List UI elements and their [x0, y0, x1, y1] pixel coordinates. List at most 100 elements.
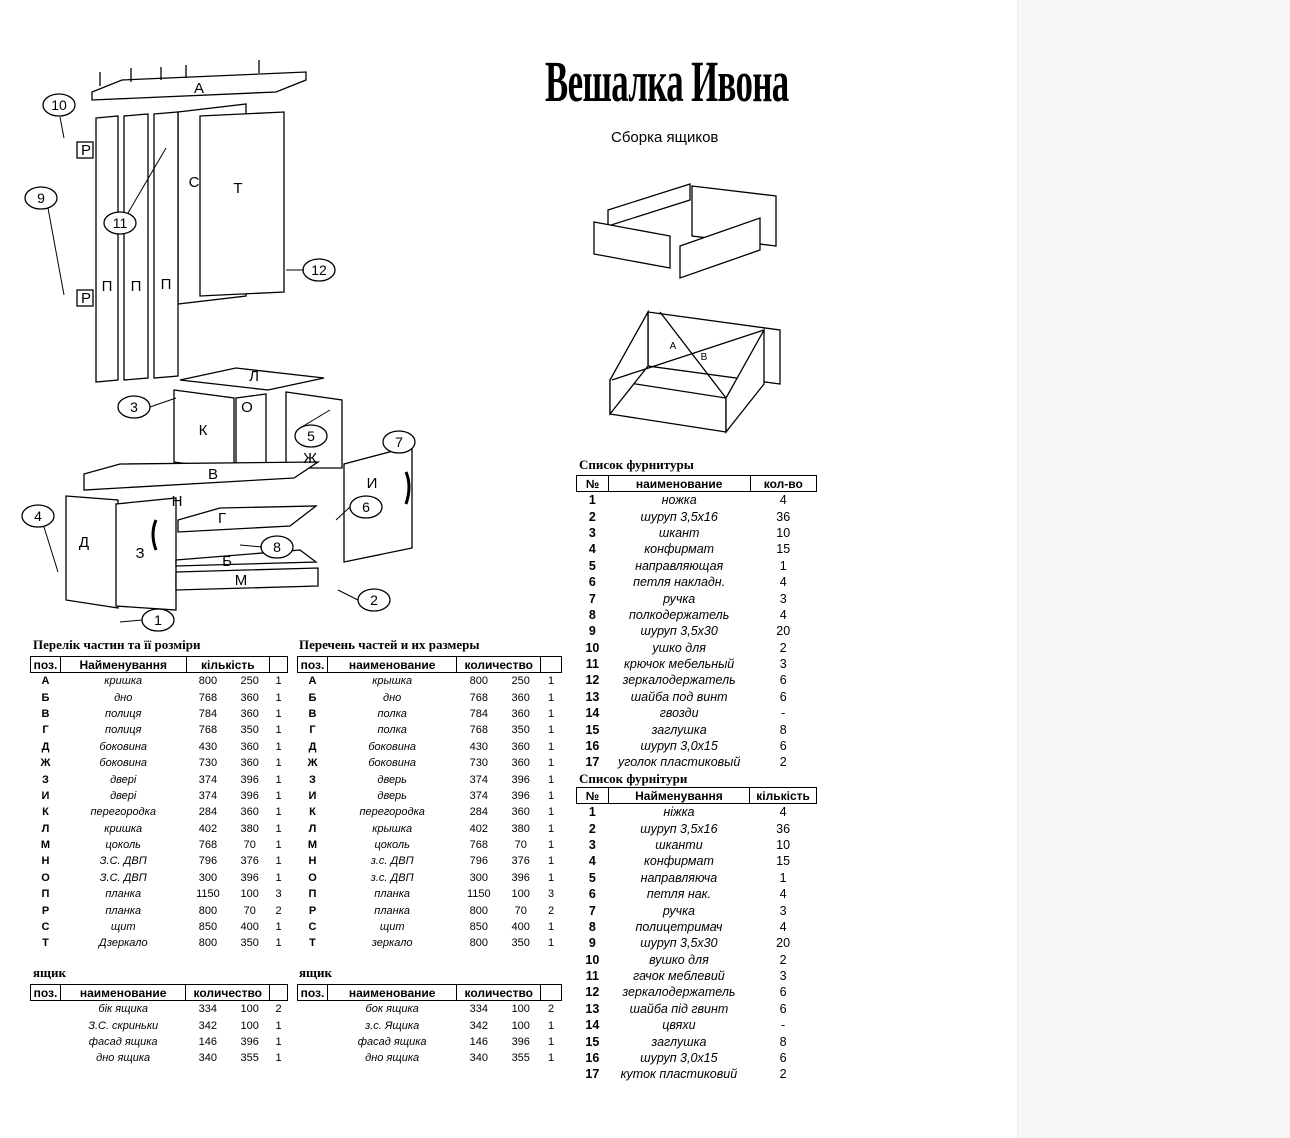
- table-cell: 1: [275, 707, 282, 720]
- table-cell: крышка: [372, 822, 413, 835]
- table-cell: П: [41, 888, 50, 901]
- table-cell: 2: [588, 821, 596, 836]
- table-cell: Р: [41, 904, 50, 917]
- table-cell: дверь: [377, 773, 407, 786]
- drawer-ru-heading: ящик: [299, 965, 332, 980]
- table-cell: 17: [585, 755, 600, 770]
- page-title: Вешалка Ивона: [545, 49, 789, 114]
- part-label: Д: [79, 534, 89, 551]
- part-label: Т: [233, 180, 242, 197]
- table-cell: шайба под винт: [630, 689, 728, 704]
- part-label: И: [367, 475, 378, 492]
- part-label: П: [131, 278, 142, 295]
- table-cell: зеркало: [371, 937, 413, 950]
- column-header: №: [576, 475, 609, 492]
- table-cell: дно: [383, 691, 402, 704]
- table-cell: 800: [198, 937, 218, 950]
- table-cell: 2: [779, 1067, 787, 1082]
- table-cell: 376: [511, 855, 530, 868]
- table-cell: М: [307, 839, 318, 852]
- table-cell: 36: [776, 509, 791, 524]
- table-cell: кришка: [104, 822, 143, 835]
- table-cell: 1: [275, 675, 282, 688]
- table-cell: 334: [198, 1003, 217, 1016]
- table-cell: шайба під гвинт: [629, 1001, 729, 1016]
- table-cell: цвяхи: [662, 1018, 696, 1033]
- table-cell: 1: [275, 921, 282, 934]
- table-cell: 374: [469, 773, 488, 786]
- table-cell: 100: [511, 888, 530, 901]
- table-cell: 1: [275, 789, 282, 802]
- table-cell: О: [308, 871, 317, 884]
- table-cell: 1: [548, 757, 555, 770]
- table-cell: 360: [240, 806, 259, 819]
- table-cell: М: [40, 839, 51, 852]
- table-cell: 8: [779, 722, 787, 737]
- table-cell: 1: [275, 1035, 282, 1048]
- table-cell: 11: [585, 657, 599, 672]
- part-label: С: [189, 174, 200, 191]
- table-cell: ніжка: [663, 805, 695, 820]
- column-header-blank: [540, 656, 562, 673]
- table-cell: З.С. ДВП: [99, 871, 147, 884]
- part-label: В: [208, 466, 218, 483]
- fittings-ru-heading: Список фурнитуры: [579, 457, 694, 472]
- column-header: кількість: [749, 787, 817, 804]
- table-cell: К: [42, 806, 49, 819]
- table-cell: Г: [309, 724, 316, 737]
- table-cell: 5: [588, 870, 596, 885]
- part-label: Р: [81, 142, 91, 159]
- table-cell: 1: [548, 789, 555, 802]
- column-header: Найменування: [607, 787, 751, 804]
- table-cell: 4: [779, 805, 787, 820]
- column-header-blank: [540, 984, 562, 1001]
- table-cell: 374: [469, 789, 488, 802]
- table-cell: 15: [776, 854, 791, 869]
- table-cell: [298, 1017, 328, 1033]
- table-cell: 360: [240, 707, 259, 720]
- table-cell: 4: [779, 575, 787, 590]
- table-cell: 350: [511, 724, 530, 737]
- table-cell: 400: [511, 921, 530, 934]
- table-cell: 1: [588, 805, 596, 820]
- table-cell: фасад ящика: [88, 1035, 158, 1048]
- table-cell: 2: [779, 952, 787, 967]
- table-cell: 1: [275, 773, 282, 786]
- table-cell: 13: [585, 689, 600, 704]
- table-cell: Ж: [40, 757, 51, 770]
- table-cell: перегородка: [90, 806, 156, 819]
- table-cell: бік ящика: [98, 1003, 148, 1016]
- table-cell: П: [308, 888, 317, 901]
- table-cell: 768: [469, 724, 488, 737]
- table-cell: В: [308, 707, 317, 720]
- table-cell: 2: [275, 904, 282, 917]
- table-cell: перегородка: [359, 806, 425, 819]
- callout-number: 4: [34, 508, 42, 524]
- table-cell: 14: [585, 706, 600, 721]
- table-cell: 9: [588, 936, 596, 951]
- table-cell: 396: [240, 871, 259, 884]
- assembly-diagram: А С Т Р П П П Р Л О К Ж И В Н Г Д З Б М: [21, 60, 416, 632]
- table-cell: планка: [374, 904, 411, 917]
- table-cell: 12: [585, 985, 600, 1000]
